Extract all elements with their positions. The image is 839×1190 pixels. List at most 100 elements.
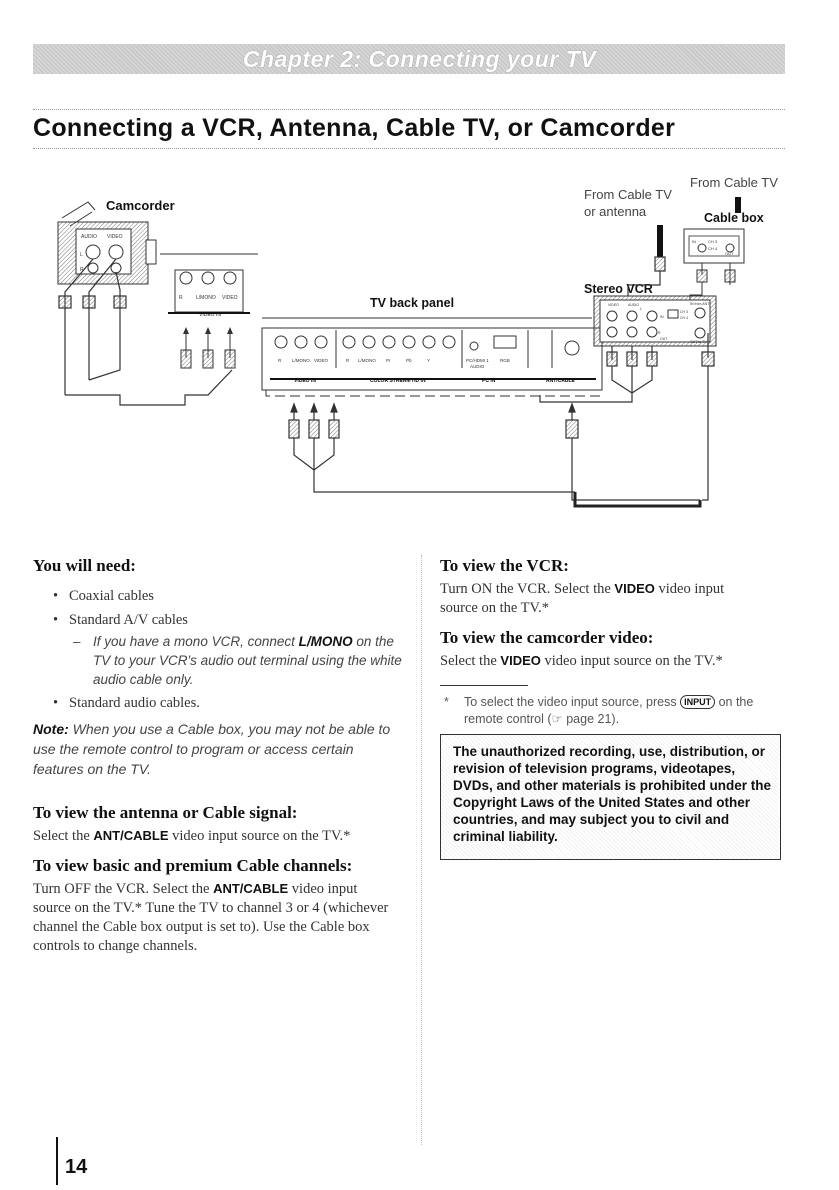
basic-text-1: Turn OFF the VCR. Select the xyxy=(33,881,214,897)
cable-box-device: IN CH 3 CH 4 OUT xyxy=(683,228,745,302)
camcorder-port-video: VIDEO xyxy=(107,234,123,240)
page-ref-icon: ☞ xyxy=(551,712,563,726)
vcr-cables xyxy=(539,333,715,508)
list-item-text: Standard audio cables. xyxy=(69,695,200,711)
vcr-port-in-from-ant: IN from ANT xyxy=(690,302,710,306)
you-will-need-heading: You will need: xyxy=(33,556,136,575)
from-cable-or-antenna-2: or antenna xyxy=(584,204,647,219)
column-divider xyxy=(421,555,422,1145)
from-cable-or-antenna-1: From Cable TV xyxy=(584,187,672,202)
view-vcr-heading: To view the VCR: xyxy=(440,556,569,575)
tv-back-panel-label: TV back panel xyxy=(370,296,454,310)
side-port-video: VIDEO xyxy=(222,295,238,301)
tv-port-pb: Pb xyxy=(406,358,412,363)
cam-text-bold: VIDEO xyxy=(500,653,541,668)
footnote-rule xyxy=(440,685,528,686)
footnote-text-post: page 21). xyxy=(562,712,620,726)
vcr-text-bold: VIDEO xyxy=(614,581,655,596)
cablebox-port-ch3: CH 3 xyxy=(708,239,718,244)
divider-bottom xyxy=(33,148,785,149)
tv-back-panel: R L/MONO VIDEO R L/MONO Pr Pb Y PC/HDMI … xyxy=(261,317,603,397)
cablebox-port-in: IN xyxy=(692,239,696,244)
cablebox-port-out: OUT xyxy=(725,251,734,256)
vcr-port-ch3: CH 3 xyxy=(680,310,688,314)
list-item: •Coaxial cables xyxy=(53,588,154,604)
cam-text-pre: Select the xyxy=(440,653,501,669)
connection-diagram: AUDIO VIDEO L R Camcorder R L/MONO VIDEO… xyxy=(57,175,778,508)
tv-label-pc-in: PC IN xyxy=(482,378,496,384)
mono-vcr-note: – If you have a mono VCR, connect L/MONO… xyxy=(73,634,402,687)
vcr-device: VIDEO AUDIO L R IN OUT CH 3 CH 4 IN from… xyxy=(593,295,717,347)
camcorder-cables xyxy=(58,258,233,406)
tv-label-color-stream: COLOR STREAM HD IN xyxy=(370,378,426,384)
copyright-warning-box xyxy=(440,734,781,860)
tv-port-video: VIDEO xyxy=(314,358,329,363)
cable-box-label: Cable box xyxy=(704,211,764,225)
basic-premium-text: Turn OFF the VCR. Select the ANT/CABLE v… xyxy=(33,879,398,956)
footnote-text-pre: To select the video input source, press xyxy=(464,695,681,709)
antenna-heading: To view the antenna or Cable signal: xyxy=(33,803,298,822)
tv-port-y: Y xyxy=(427,358,430,363)
camcorder-label: Camcorder xyxy=(106,198,175,213)
vcr-port-r: R xyxy=(658,331,661,335)
cam-text-post: video input source on the TV.* xyxy=(540,653,723,669)
vcr-text-pre: Turn ON the VCR. Select the xyxy=(440,581,615,597)
vcr-port-out: OUT xyxy=(660,337,668,341)
tv-port-lmono1: L/MONO xyxy=(292,358,310,363)
tv-side-panel: R L/MONO VIDEO VIDEO IN xyxy=(160,253,258,369)
tv-label-ant-cable: ANT/CABLE xyxy=(546,378,576,384)
vcr-port-in: IN xyxy=(660,315,664,319)
camcorder-port-l: L xyxy=(80,252,83,258)
antenna-text: Select the ANT/CABLE video input source … xyxy=(33,826,403,846)
view-vcr-text: Turn ON the VCR. Select the VIDEO video … xyxy=(440,579,760,618)
basic-text-bold: ANT/CABLE xyxy=(213,881,289,896)
tv-port-audio: AUDIO xyxy=(470,364,485,369)
footnote: * To select the video input source, pres… xyxy=(440,694,779,728)
camcorder-device: AUDIO VIDEO L R xyxy=(57,201,157,285)
section-title: Connecting a VCR, Antenna, Cable TV, or … xyxy=(33,114,676,142)
tv-port-pr: Pr xyxy=(386,358,391,363)
camcorder-port-audio: AUDIO xyxy=(81,234,97,240)
list-item-text: Standard A/V cables xyxy=(69,612,188,628)
side-port-lmono: L/MONO xyxy=(196,295,216,301)
divider-top xyxy=(33,109,785,110)
cablebox-port-ch4: CH 4 xyxy=(708,246,718,251)
basic-premium-heading: To view basic and premium Cable channels… xyxy=(33,856,353,875)
vcr-port-l: L xyxy=(640,307,642,311)
vcr-port-out-to-tv: OUT to TV xyxy=(690,340,707,344)
antenna-text-post: video input source on the TV.* xyxy=(168,828,351,844)
left-column: You will need: •Coaxial cables •Standard… xyxy=(33,556,403,956)
chapter-title: Chapter 2: Connecting your TV xyxy=(242,46,597,72)
camcorder-port-r: R xyxy=(80,267,84,273)
chapter-band xyxy=(33,44,785,74)
mono-vcr-text-post: on the TV to your VCR's audio out termin… xyxy=(93,634,402,687)
mono-vcr-text-pre: If you have a mono VCR, connect xyxy=(93,634,299,649)
footnote-text-mid: on the remote control ( xyxy=(464,695,754,726)
tv-cables xyxy=(288,402,700,501)
list-item: •Standard audio cables. xyxy=(53,695,200,711)
antenna-cables xyxy=(627,197,741,296)
footnote-star: * xyxy=(444,695,449,709)
tv-port-rgb: RGB xyxy=(500,358,510,363)
copyright-warning-text: The unauthorized recording, use, distrib… xyxy=(453,744,772,844)
right-column: To view the VCR: Turn ON the VCR. Select… xyxy=(440,556,785,728)
stereo-vcr-label: Stereo VCR xyxy=(584,282,653,296)
cable-box-note: Note: When you use a Cable box, you may … xyxy=(33,719,393,779)
camcorder-text: Select the VIDEO video input source on t… xyxy=(440,651,785,671)
page-number: 14 xyxy=(65,1156,88,1178)
tv-label-video-in: VIDEO IN xyxy=(294,378,316,384)
note-text: When you use a Cable box, you may not be… xyxy=(33,721,391,777)
tv-port-lmono2: L/MONO xyxy=(358,358,376,363)
note-label: Note: xyxy=(33,721,69,737)
from-cable-tv: From Cable TV xyxy=(690,175,778,190)
tv-port-r2: R xyxy=(346,358,350,363)
list-item: •Standard A/V cables xyxy=(53,612,188,628)
vcr-port-video: VIDEO xyxy=(608,303,619,307)
camcorder-heading: To view the camcorder video: xyxy=(440,628,654,647)
vcr-port-audio: AUDIO xyxy=(628,303,639,307)
basic-text-2: video input source on the TV.* Tune the … xyxy=(33,881,389,954)
mono-vcr-text-bold: L/MONO xyxy=(298,634,353,649)
vcr-text-post: video input source on the TV.* xyxy=(440,581,725,616)
side-port-r: R xyxy=(179,295,183,301)
tv-port-pc-hdmi: PC/HDMI 1 xyxy=(466,358,489,363)
